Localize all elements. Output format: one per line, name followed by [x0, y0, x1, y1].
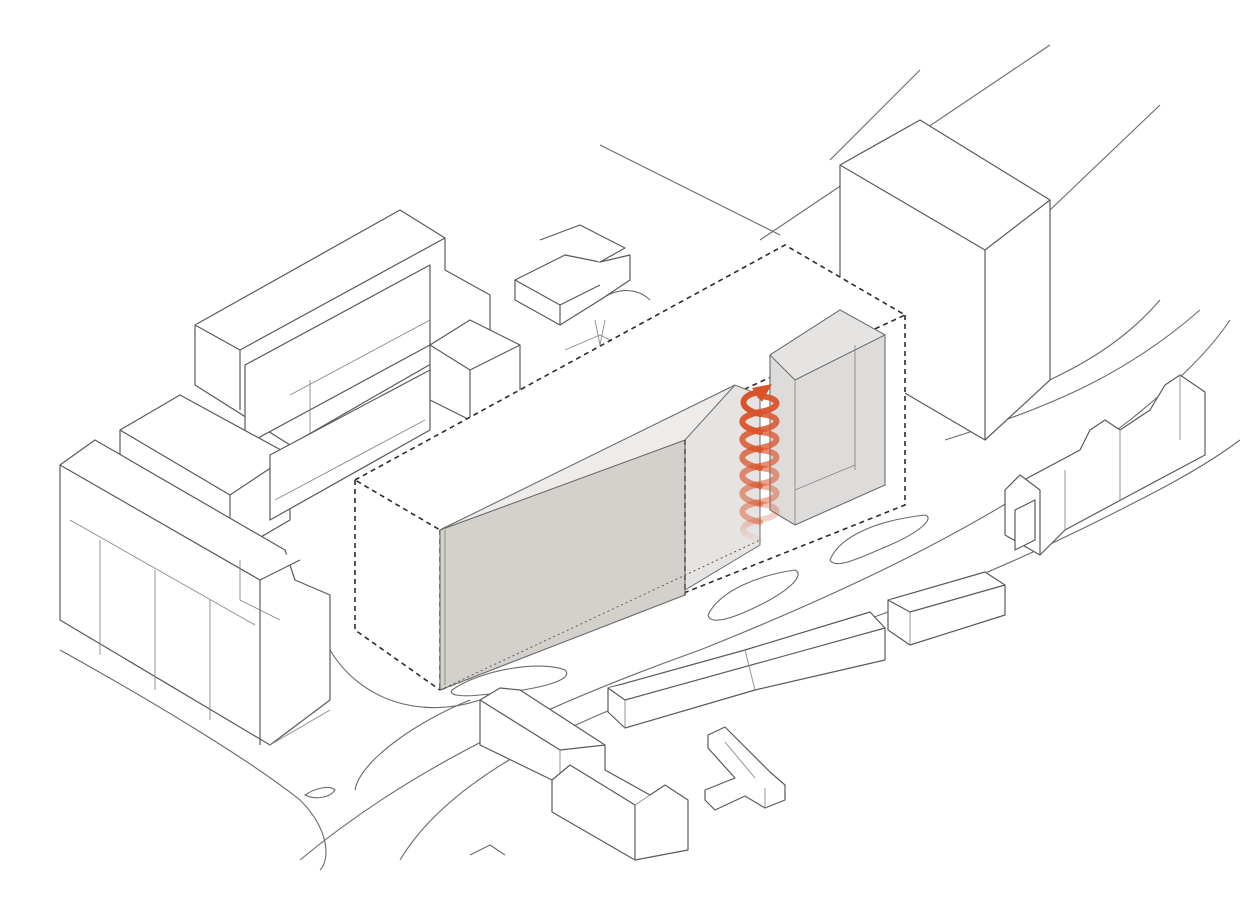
context-building-small-north: [514, 224, 631, 351]
context-building-south-long: [607, 611, 886, 729]
context-building-west-large: [59, 439, 331, 746]
main-facade-volume: [439, 384, 761, 691]
context-houses-east: [1004, 374, 1206, 556]
context-building-north-west: [194, 209, 521, 460]
context-building-south-small: [887, 571, 1006, 646]
tower-volume: [769, 309, 887, 526]
context-building-south-gabled: [479, 687, 689, 861]
context-building-south-annex: [704, 726, 786, 811]
spiral-arrow-icon: [739, 384, 780, 543]
